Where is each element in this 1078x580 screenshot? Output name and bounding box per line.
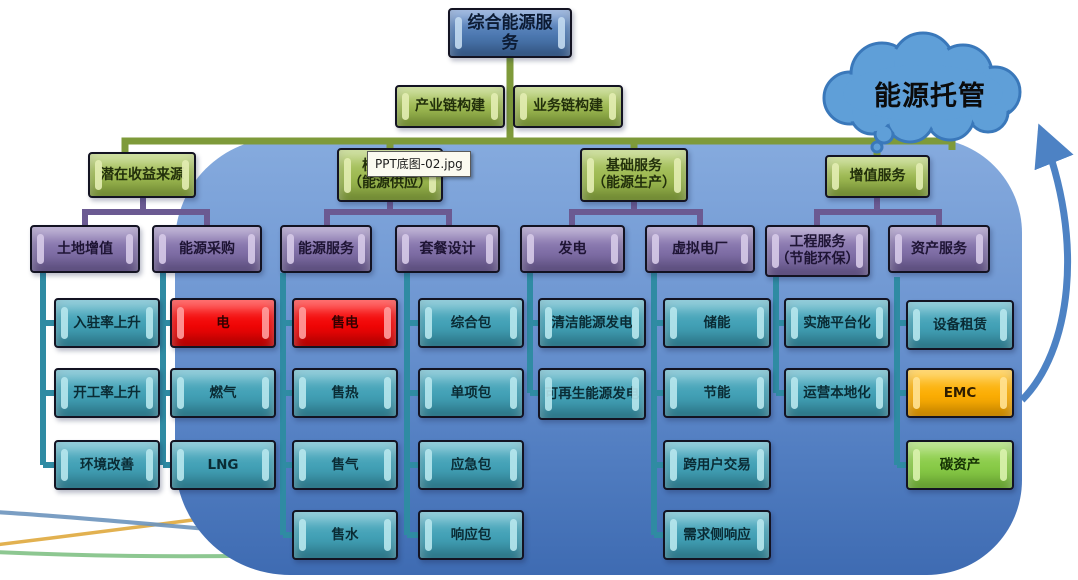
branch-value-added-service: 增值服务 [825, 155, 930, 198]
builder-label: 产业链构建 [415, 98, 485, 115]
leaf-label: 售气 [331, 456, 359, 473]
leaf-electricity: 电 [170, 298, 276, 348]
group-package-design: 套餐设计 [395, 225, 500, 273]
branch-sublabel: （能源生产） [592, 175, 676, 191]
leaf-environment-improvement: 环境改善 [54, 440, 160, 490]
branch-label: 增值服务 [849, 168, 906, 185]
leaf-localized-operation: 运营本地化 [784, 368, 890, 418]
leaf-label: 可再生能源发电 [544, 385, 640, 402]
group-power-generation: 发电 [520, 225, 625, 273]
leaf-comprehensive-package: 综合包 [418, 298, 524, 348]
leaf-label: 碳资产 [939, 456, 981, 473]
leaf-label: 售水 [331, 526, 359, 543]
group-label: 套餐设计 [419, 240, 476, 257]
branch-label: 基础服务 [606, 158, 662, 175]
leaf-label: 单项包 [450, 384, 492, 401]
leaf-occupancy-rate-rise: 入驻率上升 [54, 298, 160, 348]
leaf-label: 燃气 [209, 384, 237, 401]
leaf-label: 售热 [331, 384, 359, 401]
branch-sublabel: （能源供应） [348, 175, 432, 191]
leaf-water-sales: 售水 [292, 510, 398, 560]
group-label: 资产服务 [911, 240, 967, 257]
leaf-label: 储能 [703, 314, 731, 331]
builder-node-industry-chain: 产业链构建 [395, 85, 505, 128]
leaf-label: 跨用户交易 [683, 456, 751, 473]
image-filename-tooltip: PPT底图-02.jpg [367, 151, 471, 177]
root-node-label: 综合能源服务 [467, 12, 553, 53]
leaf-implementation-platform: 实施平台化 [784, 298, 890, 348]
leaf-label: 清洁能源发电 [551, 314, 633, 331]
root-node: 综合能源服务 [448, 8, 572, 58]
group-label: 发电 [558, 240, 587, 257]
leaf-label: EMC [943, 384, 977, 401]
leaf-energy-saving: 节能 [663, 368, 771, 418]
leaf-label: 电 [216, 314, 230, 331]
leaf-electricity-sales: 售电 [292, 298, 398, 348]
leaf-cross-user-trading: 跨用户交易 [663, 440, 771, 490]
leaf-clean-energy-generation: 清洁能源发电 [538, 298, 646, 348]
branch-basic-service: 基础服务 （能源生产） [580, 148, 688, 202]
leaf-gas-sales: 售气 [292, 440, 398, 490]
group-land-value: 土地增值 [30, 225, 140, 273]
leaf-heat-sales: 售热 [292, 368, 398, 418]
leaf-label: 售电 [331, 314, 359, 331]
leaf-label: 实施平台化 [803, 314, 871, 331]
leaf-label: 运营本地化 [803, 384, 871, 401]
leaf-label: 环境改善 [80, 456, 134, 473]
group-engineering-service: 工程服务 （节能环保） [765, 225, 870, 277]
leaf-renewable-energy-generation: 可再生能源发电 [538, 368, 646, 420]
group-label: 工程服务 [789, 234, 846, 251]
group-energy-procurement: 能源采购 [152, 225, 262, 273]
leaf-single-package: 单项包 [418, 368, 524, 418]
builder-node-business-chain: 业务链构建 [513, 85, 623, 128]
group-virtual-power-plant: 虚拟电厂 [645, 225, 755, 273]
leaf-gas: 燃气 [170, 368, 276, 418]
branch-label: 潜在收益来源 [100, 166, 184, 183]
leaf-label: 需求侧响应 [683, 526, 751, 543]
group-label: 能源采购 [179, 240, 235, 257]
leaf-label: 节能 [703, 384, 731, 401]
leaf-emc: EMC [906, 368, 1014, 418]
branch-potential-revenue: 潜在收益来源 [88, 152, 196, 198]
leaf-label: 响应包 [450, 526, 492, 543]
leaf-construction-rate-rise: 开工率上升 [54, 368, 160, 418]
leaf-label: LNG [207, 456, 239, 473]
group-asset-service: 资产服务 [888, 225, 990, 273]
group-energy-service: 能源服务 [280, 225, 372, 273]
feedback-arrow [1019, 123, 1074, 403]
leaf-label: 入驻率上升 [73, 314, 141, 331]
builder-label: 业务链构建 [533, 98, 603, 115]
leaf-label: 应急包 [450, 456, 492, 473]
leaf-label: 设备租赁 [933, 316, 987, 333]
group-label: 虚拟电厂 [672, 240, 728, 257]
cloud-label: 能源托管 [874, 81, 986, 112]
leaf-emergency-package: 应急包 [418, 440, 524, 490]
leaf-label: 开工率上升 [73, 384, 141, 401]
leaf-label: 综合包 [450, 314, 492, 331]
group-label: 能源服务 [298, 240, 354, 257]
leaf-lng: LNG [170, 440, 276, 490]
leaf-energy-storage: 储能 [663, 298, 771, 348]
leaf-response-package: 响应包 [418, 510, 524, 560]
group-label: 土地增值 [57, 240, 113, 257]
group-sublabel: （节能环保） [775, 251, 860, 267]
leaf-carbon-asset: 碳资产 [906, 440, 1014, 490]
leaf-equipment-leasing: 设备租赁 [906, 300, 1014, 350]
leaf-demand-side-response: 需求侧响应 [663, 510, 771, 560]
